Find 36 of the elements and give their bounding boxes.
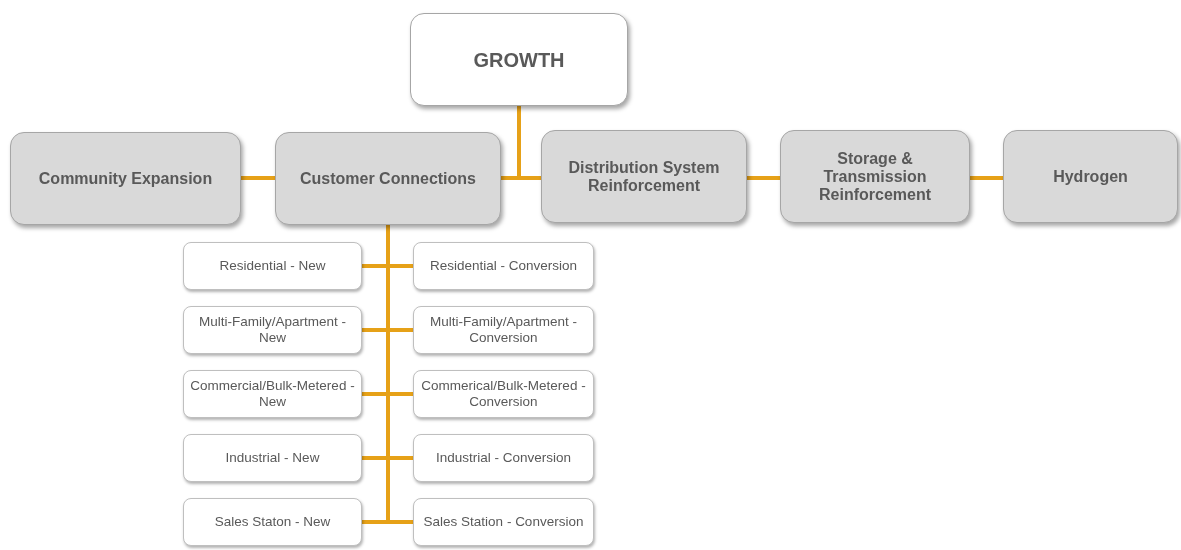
process-box (413, 434, 594, 482)
box-label: GROWTH (473, 47, 565, 73)
box-label: Sales Station - Conversion (423, 514, 584, 530)
process-box (1003, 130, 1178, 223)
process-box (183, 498, 362, 546)
connector-line (747, 176, 780, 180)
box-label: Distribution System Reinforcement (567, 158, 721, 195)
box-label: Industrial - Conversion (435, 450, 572, 466)
box-label: Sales Staton - New (214, 514, 331, 530)
box-label: Hydrogen (1053, 167, 1128, 186)
process-box (413, 498, 594, 546)
box-label: Customer Connections (300, 169, 476, 188)
process-box (413, 242, 594, 290)
box-label: Commercial/Bulk-Metered - New (189, 378, 356, 410)
process-box (183, 434, 362, 482)
process-box (183, 306, 362, 354)
process-box (183, 370, 362, 418)
box-label: Community Expansion (38, 169, 213, 188)
box-label: Residential - New (219, 258, 326, 274)
process-box (10, 132, 241, 225)
process-box (541, 130, 747, 223)
box-label: Storage & Transmission Reinforcement (818, 149, 932, 204)
process-box (410, 13, 628, 106)
connector-line (970, 176, 1003, 180)
box-label: Multi-Family/Apartment - New (198, 314, 347, 346)
process-box (275, 132, 501, 225)
connector-line (517, 106, 541, 180)
box-label: Residential - Conversion (429, 258, 578, 274)
box-label: Commerical/Bulk-Metered - Conversion (420, 378, 587, 410)
box-label: Multi-Family/Apartment - Conversion (429, 314, 578, 346)
process-box (413, 370, 594, 418)
connector-line (241, 176, 275, 180)
process-box (780, 130, 970, 223)
process-box (183, 242, 362, 290)
process-box (413, 306, 594, 354)
box-label: Industrial - New (225, 450, 320, 466)
